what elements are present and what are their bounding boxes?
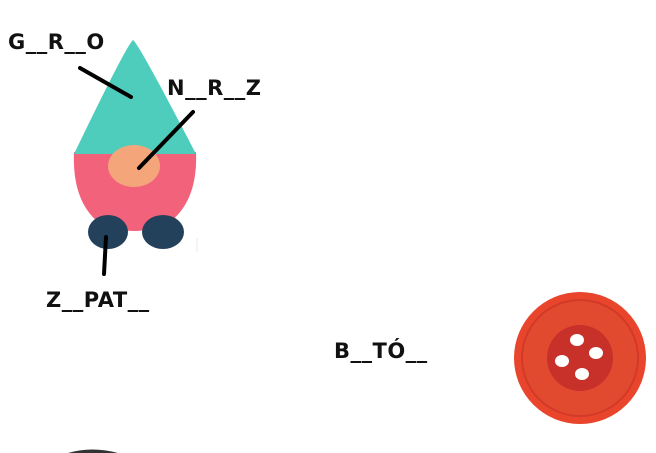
button-illustration <box>514 292 646 424</box>
gnome-body <box>73 152 197 231</box>
button-hole-4 <box>575 368 589 380</box>
shoes-pointer-line <box>102 235 108 276</box>
gnome-nose <box>108 145 160 187</box>
gnome-hat <box>74 40 196 154</box>
button-hole-2 <box>589 347 603 359</box>
gnome-left-shoe <box>88 215 128 249</box>
gnome-figure <box>73 40 198 252</box>
nose-pointer-line <box>137 110 195 170</box>
button-hole-3 <box>555 355 569 367</box>
button-hole-1 <box>570 334 584 346</box>
nose-word-label: N__R__Z <box>167 76 262 100</box>
partial-shape-bottom <box>68 449 118 453</box>
pointer-lines <box>78 66 195 276</box>
button-word-label: B__TÓ__ <box>334 339 428 363</box>
hat-word-label: G__R__O <box>8 30 105 54</box>
hat-pointer-line <box>78 66 133 99</box>
shoes-word-label: Z__PAT__ <box>46 288 150 312</box>
button-center <box>547 325 613 391</box>
gnome-right-shoe <box>142 215 184 249</box>
